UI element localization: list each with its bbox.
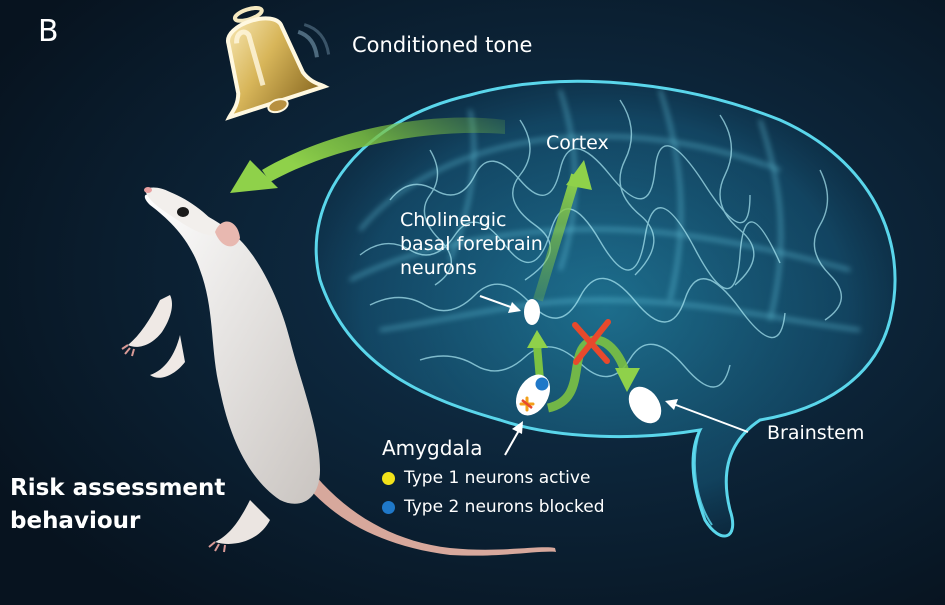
legend-dot-type1	[382, 472, 395, 485]
basal-forebrain-nucleus	[524, 299, 540, 325]
risk-label-line1: Risk assessment	[10, 472, 225, 505]
legend-item-type2: Type 2 neurons blocked	[382, 497, 604, 517]
cholinergic-label-line3: neurons	[400, 256, 570, 280]
legend-text-type2: Type 2 neurons blocked	[404, 497, 604, 517]
legend-item-type1: Type 1 neurons active	[382, 468, 590, 488]
type2-neuron-dot	[536, 378, 549, 391]
legend-text-type1: Type 1 neurons active	[404, 468, 590, 488]
legend-dot-type2	[382, 501, 395, 514]
brainstem-label: Brainstem	[767, 422, 864, 444]
cortex-label: Cortex	[546, 132, 609, 154]
risk-label-line2: behaviour	[10, 505, 225, 538]
amygdala-label: Amygdala	[382, 436, 482, 460]
cholinergic-label: Cholinergic basal forebrain neurons	[400, 208, 570, 280]
cholinergic-label-line1: Cholinergic	[400, 208, 570, 232]
conditioned-tone-label: Conditioned tone	[352, 33, 532, 57]
panel-letter: B	[38, 14, 59, 49]
cholinergic-label-line2: basal forebrain	[400, 232, 570, 256]
risk-assessment-label: Risk assessment behaviour	[10, 472, 225, 538]
